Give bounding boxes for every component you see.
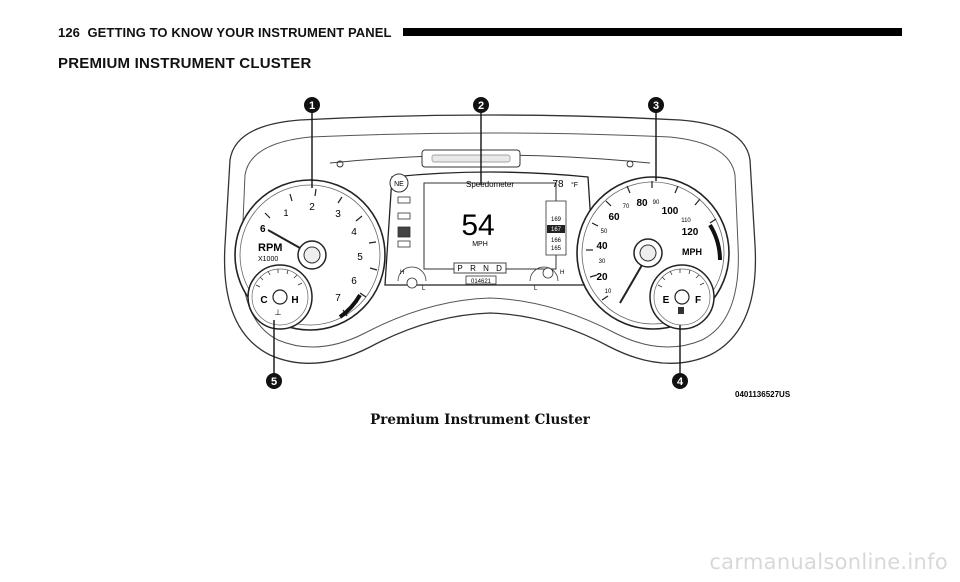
speed-needle [619, 264, 643, 304]
temp-cold-label: C [260, 295, 267, 306]
callout-5: 5 [266, 373, 282, 389]
svg-text:2: 2 [478, 100, 484, 112]
speedometer-ticks [586, 181, 717, 301]
svg-text:L: L [534, 286, 538, 292]
tach-number-7: 7 [335, 293, 341, 304]
gear-d: D [496, 264, 502, 273]
tach-number-3: 3 [335, 209, 341, 220]
gear-r: R [470, 264, 476, 273]
compass-heading: NE [394, 181, 404, 188]
speed-number-110: 110 [681, 218, 691, 224]
speed-number-20: 20 [596, 272, 608, 283]
tach-multiplier: X1000 [258, 256, 278, 263]
temperature-gauge: C H ⊥ [247, 264, 313, 330]
speed-number-120: 120 [682, 227, 699, 238]
speed-number-60: 60 [608, 212, 620, 223]
fuel-pump-icon [678, 307, 684, 314]
range-value-1: 169 [551, 217, 562, 223]
speed-number-30: 30 [599, 259, 606, 265]
display-title: Speedometer [466, 180, 514, 189]
coolant-icon: ⊥ [275, 308, 282, 317]
page-number: 126 [58, 25, 80, 40]
image-code: 0401136527US [735, 390, 790, 399]
speed-unit: MPH [682, 247, 702, 257]
svg-text:3: 3 [653, 100, 659, 112]
tach-number-1: 1 [283, 208, 288, 218]
callout-1: 1 [304, 97, 320, 113]
cluster-inner-bezel [241, 132, 739, 348]
range-value-2: 167 [551, 227, 562, 233]
header-title: GETTING TO KNOW YOUR INSTRUMENT PANEL [87, 25, 392, 40]
display-speed: 54 [461, 209, 494, 242]
fuel-gauge: E F [649, 264, 715, 330]
tach-number-4: 4 [351, 227, 357, 238]
svg-text:1: 1 [309, 100, 315, 112]
svg-text:°F: °F [571, 181, 578, 189]
speed-number-90: 90 [653, 200, 660, 206]
range-value-3: 166 [551, 238, 562, 244]
speed-number-70: 70 [623, 204, 630, 210]
gear-p: P [457, 264, 462, 273]
odometer: 014621 [471, 279, 492, 285]
temp-hot-label: H [291, 295, 298, 306]
speed-number-50: 50 [601, 229, 608, 235]
svg-text:H: H [400, 270, 404, 276]
page-header: 126 GETTING TO KNOW YOUR INSTRUMENT PANE… [58, 25, 902, 43]
cluster-shroud [223, 114, 757, 364]
speed-number-100: 100 [662, 206, 679, 217]
center-display: Speedometer 54 MPH NE 78 °F 169 167 166 … [384, 171, 596, 292]
range-value-4: 165 [551, 246, 562, 252]
tach-number-6: 6 [351, 276, 357, 287]
gear-n: N [483, 264, 489, 273]
fuel-empty-label: E [663, 295, 670, 306]
instrument-cluster-illustration: 1 2 3 4 5 6 7 RPM X1000 6 C H ⊥ Speedome… [223, 97, 790, 399]
fuel-full-label: F [695, 295, 701, 306]
callout-4: 4 [672, 373, 688, 389]
tach-number-5: 5 [357, 252, 363, 263]
header-text: 126 GETTING TO KNOW YOUR INSTRUMENT PANE… [58, 25, 392, 40]
header-rule [403, 28, 902, 36]
speed-number-10: 10 [605, 289, 612, 295]
figure-caption: Premium Instrument Cluster [370, 412, 590, 428]
tach-number-2: 2 [309, 202, 315, 213]
svg-text:L: L [422, 286, 426, 292]
callouts [273, 105, 681, 373]
svg-text:6: 6 [260, 224, 266, 235]
callout-3: 3 [648, 97, 664, 113]
svg-text:4: 4 [677, 376, 684, 388]
svg-text:5: 5 [271, 376, 277, 388]
watermark: carmanualsonline.info [709, 550, 948, 574]
tach-unit: RPM [258, 242, 282, 254]
section-title: PREMIUM INSTRUMENT CLUSTER [58, 55, 312, 72]
display-speed-unit: MPH [472, 241, 488, 248]
outside-temperature: 78 [552, 179, 564, 190]
svg-text:H: H [560, 270, 564, 276]
speed-number-80: 80 [636, 198, 648, 209]
speed-number-40: 40 [596, 241, 608, 252]
callout-2: 2 [473, 97, 489, 113]
tach-needle [267, 229, 301, 249]
